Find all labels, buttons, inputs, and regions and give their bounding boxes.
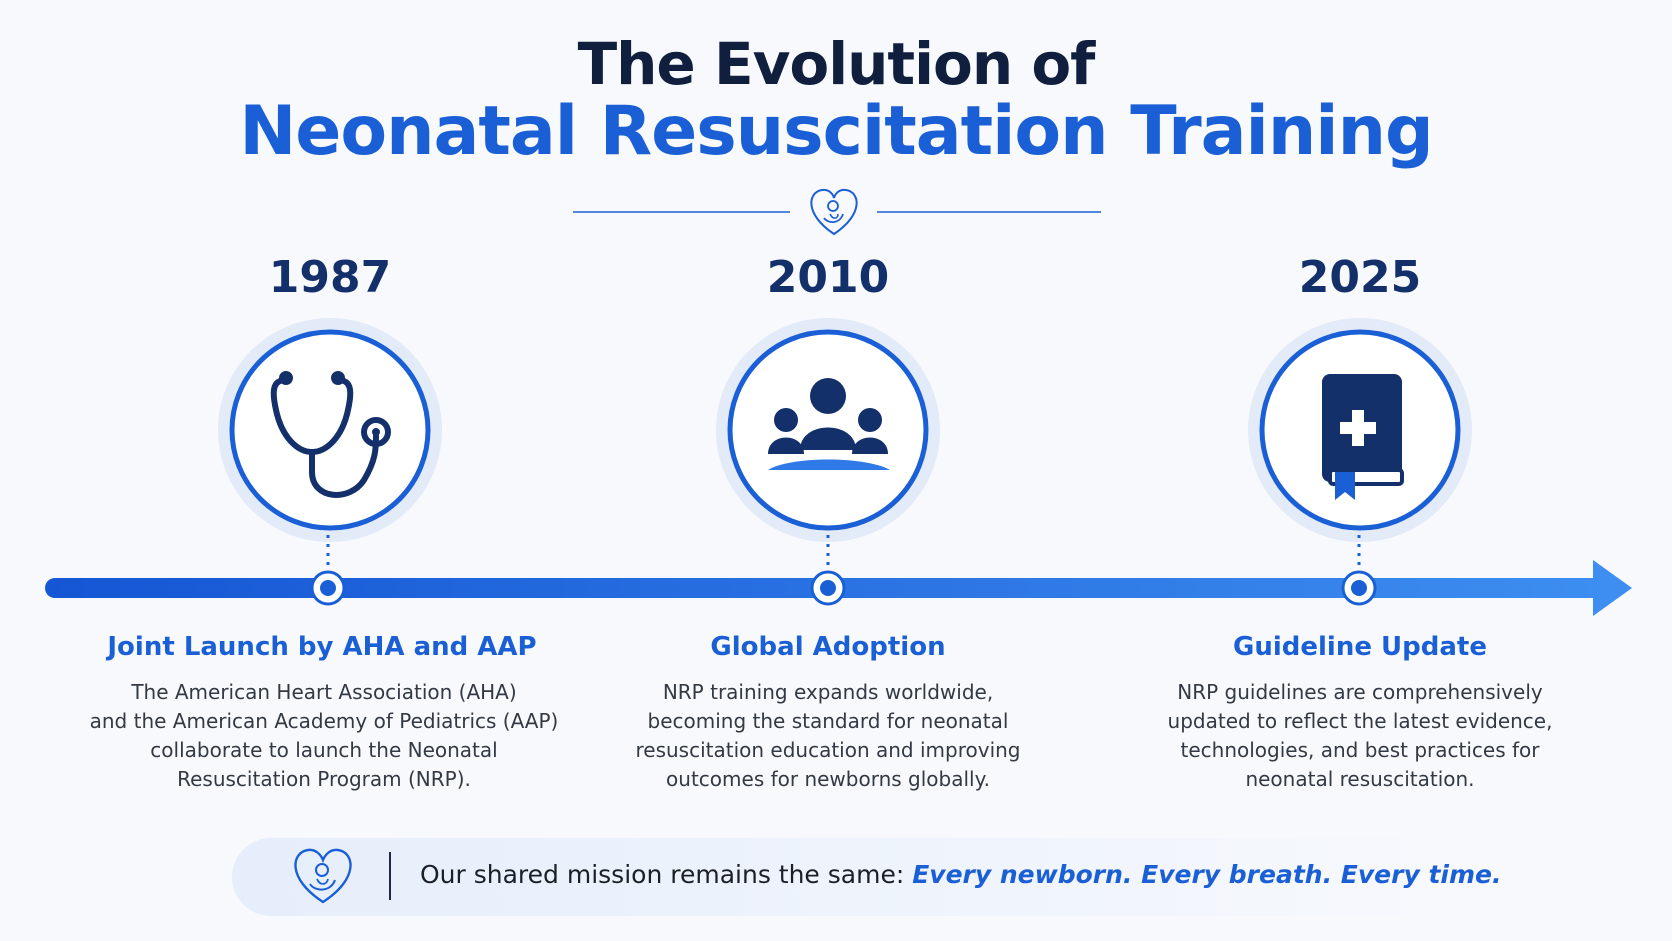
event-title-2010: Global Adoption [710, 632, 946, 662]
description-line: neonatal resuscitation. [1245, 767, 1475, 791]
description-line: collaborate to launch the Neonatal [150, 738, 498, 762]
description-line: Resuscitation Program (NRP). [177, 767, 471, 791]
mission-emphasis: Every newborn. Every breath. Every time. [912, 860, 1502, 889]
event-title-2025: Guideline Update [1233, 632, 1487, 662]
timeline-node-2010 [716, 318, 940, 606]
description-line: outcomes for newborns globally. [666, 767, 990, 791]
medical-book-icon [1322, 374, 1404, 500]
timeline-arrowhead [1593, 560, 1632, 616]
event-title-1987: Joint Launch by AHA and AAP [107, 632, 537, 662]
description-line: resuscitation education and improving [635, 738, 1021, 762]
year-2025: 2025 [1298, 252, 1422, 303]
mission-banner [232, 838, 1440, 916]
event-description-2025: NRP guidelines are comprehensively updat… [1100, 678, 1620, 794]
mission-divider [389, 852, 391, 900]
year-2010: 2010 [766, 252, 890, 303]
event-description-2010: NRP training expands worldwide, becoming… [568, 678, 1088, 794]
heart-baby-icon [810, 188, 858, 236]
description-line: and the American Academy of Pediatrics (… [89, 709, 559, 733]
description-line: updated to reflect the latest evidence, [1167, 709, 1553, 733]
event-description-1987: The American Heart Association (AHA) and… [64, 678, 584, 794]
title-line-1: The Evolution of [577, 30, 1096, 98]
people-group-icon [768, 378, 890, 470]
mission-prefix: Our shared mission remains the same: [420, 860, 913, 889]
mission-statement: Our shared mission remains the same: Eve… [420, 860, 1501, 889]
stethoscope-icon [270, 371, 391, 498]
title-divider [573, 188, 1101, 236]
description-line: NRP training expands worldwide, [662, 680, 994, 704]
title-line-2: Neonatal Resuscitation Training [239, 92, 1433, 171]
heart-baby-icon [294, 848, 352, 904]
year-1987: 1987 [268, 252, 392, 303]
description-line: NRP guidelines are comprehensively [1177, 680, 1543, 704]
description-line: technologies, and best practices for [1180, 738, 1540, 762]
description-line: The American Heart Association (AHA) [131, 680, 517, 704]
description-line: becoming the standard for neonatal [647, 709, 1009, 733]
timeline-node-1987 [218, 318, 442, 606]
